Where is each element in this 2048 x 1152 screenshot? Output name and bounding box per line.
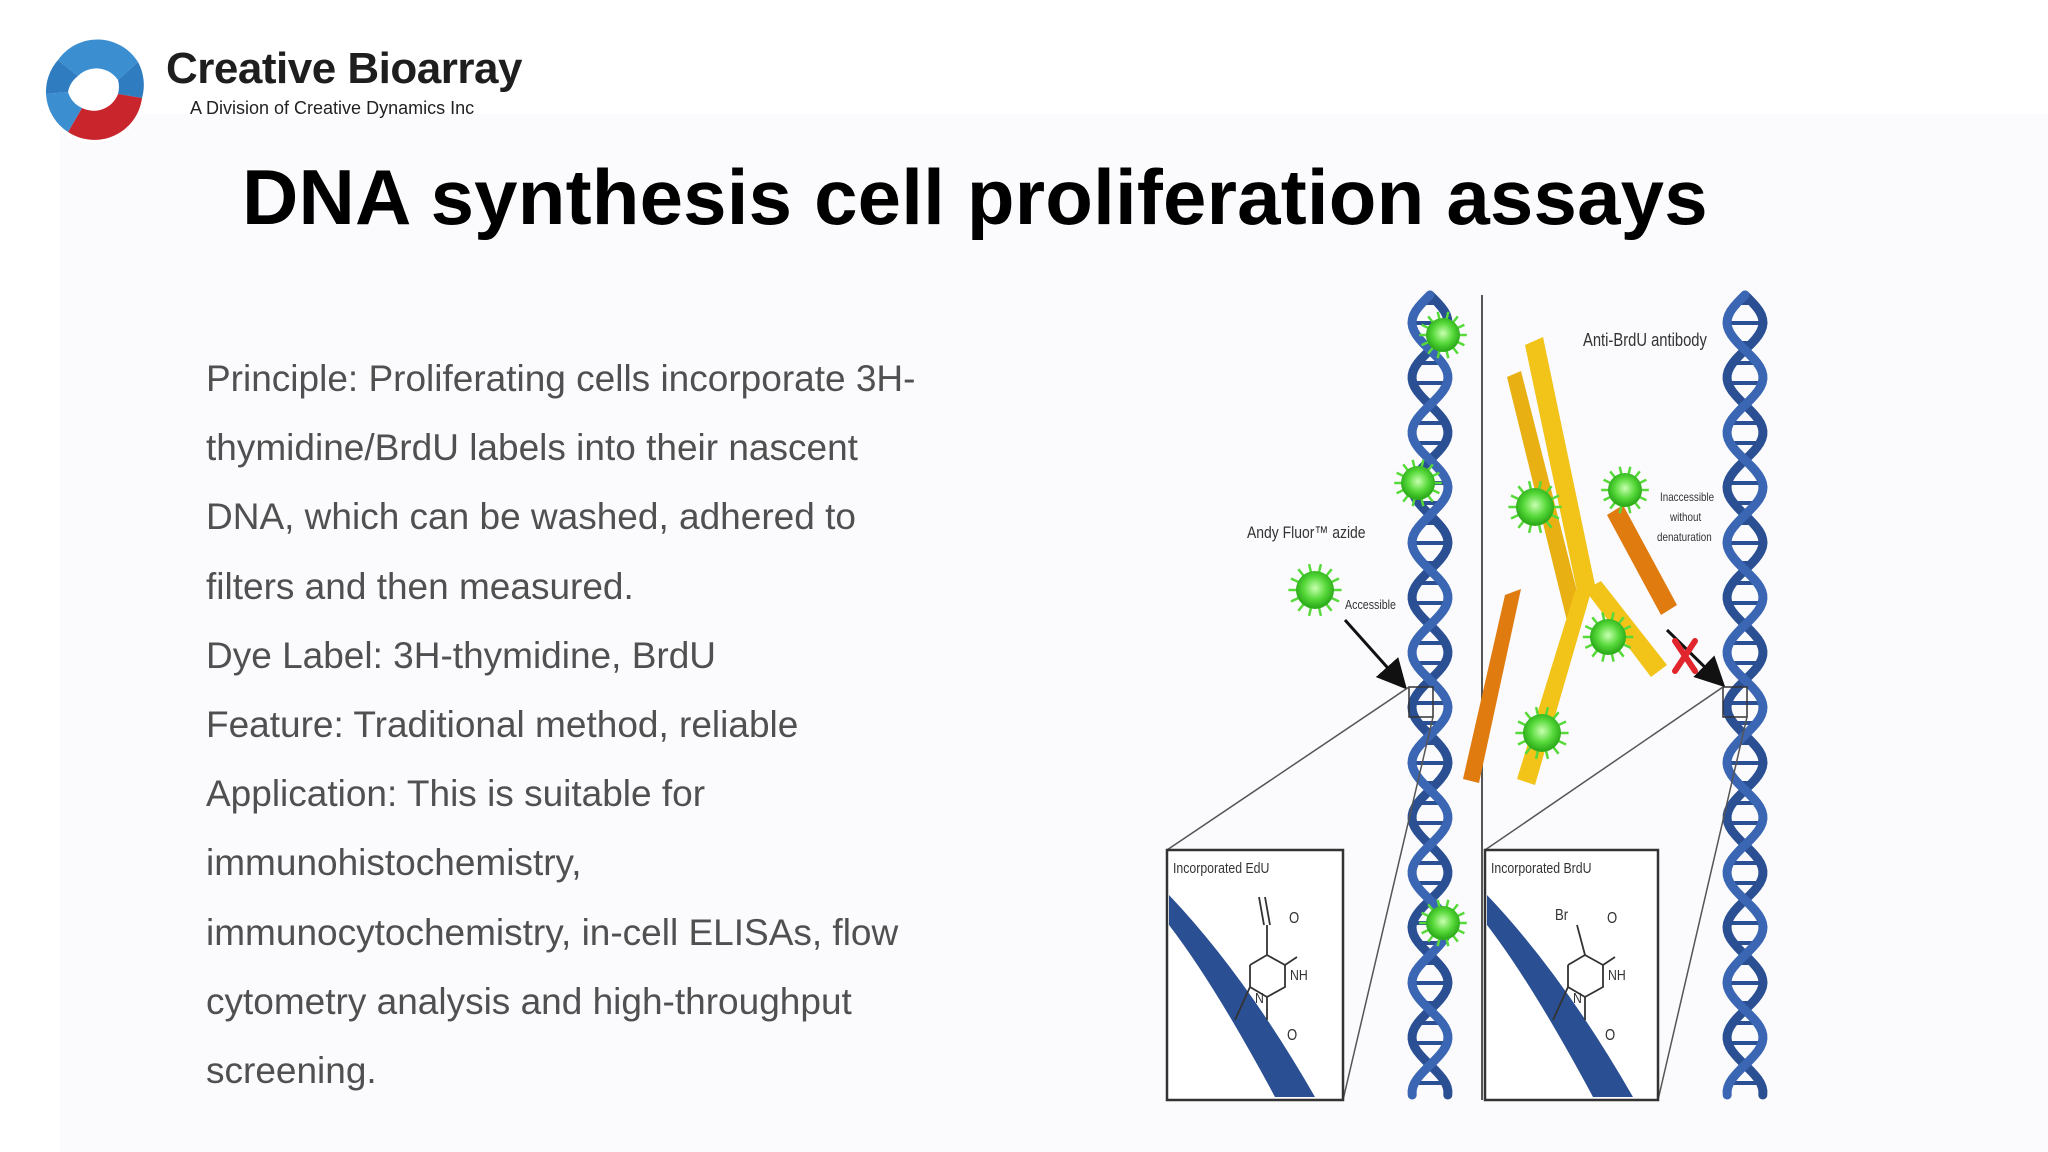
- body-line: filters and then measured.: [206, 565, 634, 607]
- brdu-atom-br: Br: [1555, 907, 1569, 924]
- inset-label-brdu: Incorporated BrdU: [1491, 860, 1592, 877]
- accessible-arrow: [1343, 619, 1407, 690]
- inaccessible-label-1: Inaccessible: [1660, 490, 1715, 504]
- brdu-structure-icon: [1552, 924, 1616, 1021]
- dye-label: Andy Fluor™ azide: [1247, 523, 1366, 542]
- logo-tagline: A Division of Creative Dynamics Inc: [190, 98, 475, 118]
- fluor-dye-icon: [1288, 563, 1342, 617]
- inaccessible-label-3: denaturation: [1657, 530, 1712, 544]
- inaccessible-label-2: without: [1670, 510, 1702, 524]
- slide-background: [60, 114, 2048, 1152]
- body-line: immunocytochemistry, in-cell ELISAs, flo…: [206, 911, 899, 953]
- edu-atom-n: N: [1255, 990, 1264, 1007]
- slide-title: DNA synthesis cell proliferation assays: [242, 153, 1708, 241]
- brdu-atom-nh: NH: [1608, 967, 1626, 984]
- logo-mark-icon: [41, 37, 147, 143]
- body-line: DNA, which can be washed, adhered to: [206, 496, 856, 538]
- edu-structure-icon: [1234, 896, 1298, 1021]
- body-line: immunohistochemistry,: [206, 842, 582, 884]
- body-text: Principle: Proliferating cells incorpora…: [206, 344, 976, 1105]
- brdu-atom-o-bottom: O: [1605, 1027, 1616, 1044]
- dna-helix-right-icon: [1722, 290, 1768, 1100]
- edu-brdu-diagram: Andy Fluor™ azide Accessible Incorporate…: [1155, 285, 1795, 1105]
- company-logo[interactable]: Creative Bioarray A Division of Creative…: [38, 32, 558, 147]
- body-line: Feature: Traditional method, reliable: [206, 704, 799, 746]
- fluor-dye-icon: [1508, 480, 1562, 534]
- target-box-left: [1408, 686, 1434, 718]
- fluor-dye-icon: [1394, 459, 1442, 507]
- body-line: screening.: [206, 1050, 377, 1092]
- logo-name: Creative Bioarray: [166, 44, 522, 93]
- edu-atom-o-top: O: [1289, 910, 1300, 927]
- blocked-arrow: [1665, 628, 1726, 688]
- fluor-dye-icon: [1582, 612, 1634, 662]
- accessible-label: Accessible: [1345, 597, 1396, 612]
- fluor-dye-icon: [1515, 706, 1569, 760]
- body-line: Application: This is suitable for: [206, 773, 706, 815]
- blocked-x-icon: [1672, 638, 1698, 674]
- fluor-dye-icon: [1419, 899, 1467, 947]
- diagram-canvas: [1165, 290, 1768, 1102]
- inset-edu: [1165, 848, 1345, 1102]
- inset-label-edu: Incorporated EdU: [1173, 860, 1270, 877]
- fluor-dye-icon: [1419, 311, 1467, 359]
- body-line: cytometry analysis and high-throughput: [206, 980, 852, 1022]
- inset-brdu: [1483, 848, 1660, 1102]
- antibody-icon: [1463, 337, 1677, 785]
- edu-atom-nh: NH: [1290, 967, 1308, 984]
- target-box-right: [1722, 686, 1748, 718]
- antibody-label: Anti-BrdU antibody: [1583, 330, 1707, 350]
- brdu-atom-n: N: [1573, 990, 1582, 1007]
- brdu-atom-o-top: O: [1607, 910, 1618, 927]
- body-line: Dye Label: 3H-thymidine, BrdU: [206, 634, 716, 676]
- dna-helix-left-icon: [1407, 290, 1453, 1100]
- fluor-dye-icon: [1601, 466, 1649, 514]
- edu-atom-o-bottom: O: [1287, 1027, 1298, 1044]
- body-line: thymidine/BrdU labels into their nascent: [206, 427, 858, 469]
- body-line: Principle: Proliferating cells incorpora…: [206, 358, 916, 399]
